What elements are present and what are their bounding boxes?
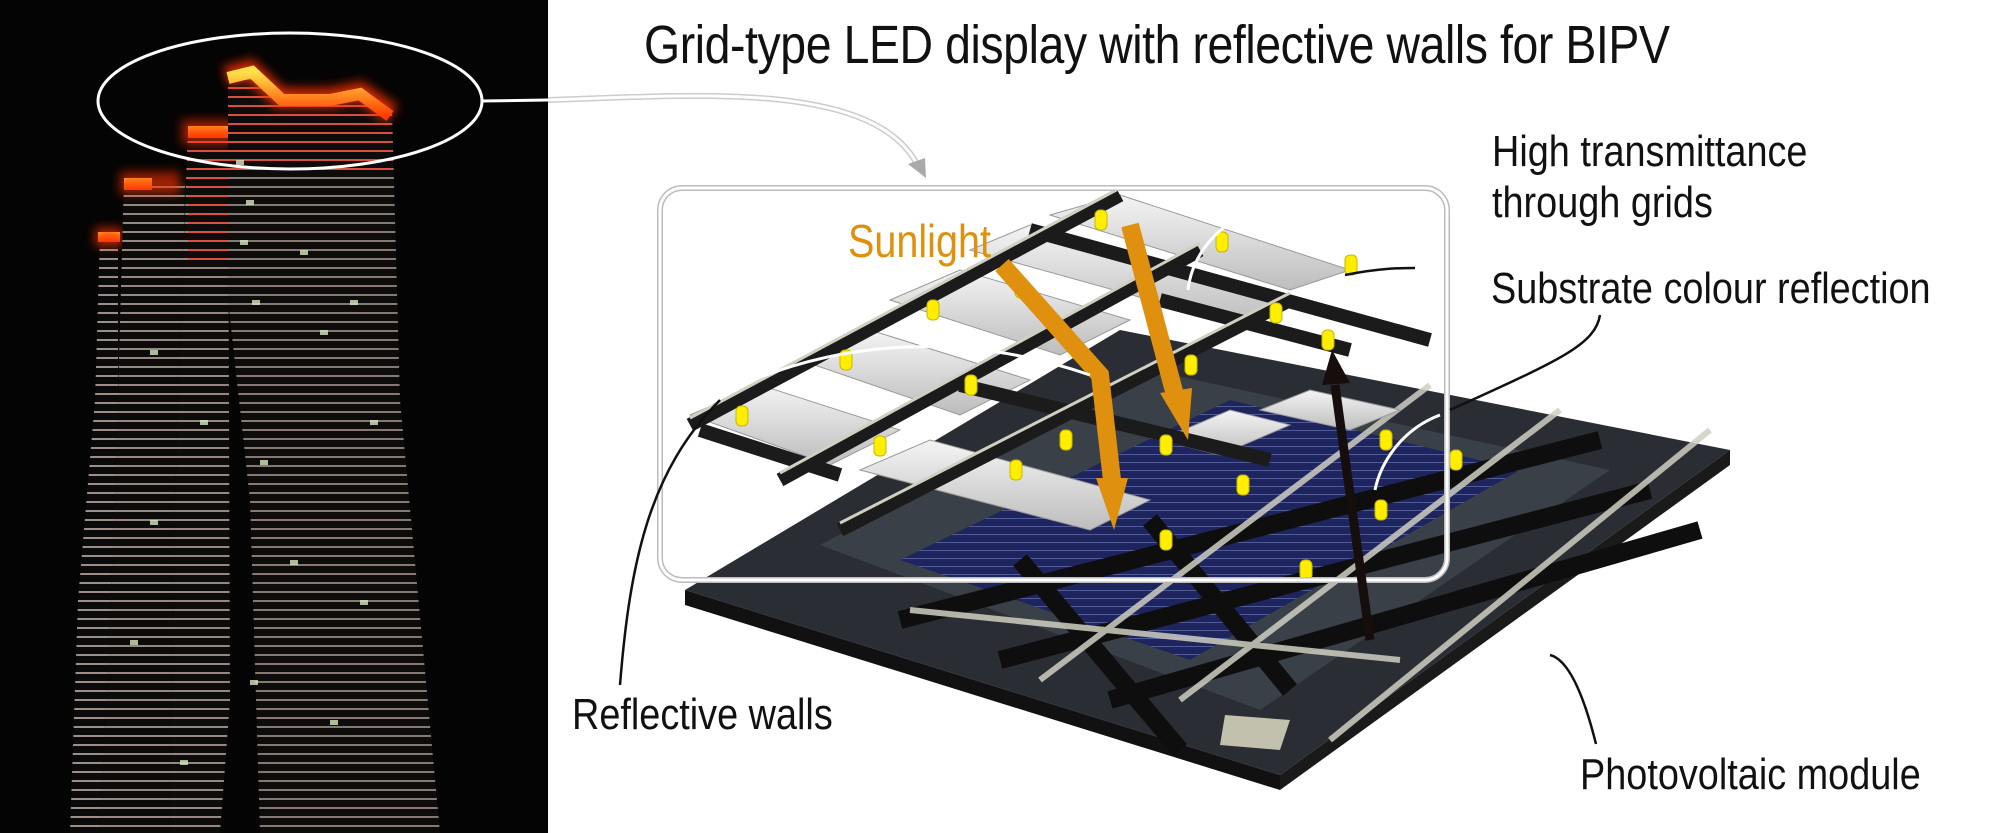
tower-far-left xyxy=(70,228,123,833)
label-high-transmittance-1: High transmittance xyxy=(1492,127,1808,176)
label-reflective-walls: Reflective walls xyxy=(572,690,833,739)
leader-pv-module xyxy=(1549,653,1598,745)
reflection-curve-arrow xyxy=(719,345,1091,397)
leader-reflective-walls xyxy=(618,399,721,686)
building-photo xyxy=(0,0,548,833)
callout-connector xyxy=(548,92,923,172)
transmittance-curve-arrow xyxy=(1186,193,1346,291)
lit-windows xyxy=(130,160,378,765)
led-display-diagram xyxy=(548,0,2000,833)
leader-substrate-reflection xyxy=(1449,314,1602,412)
sunlight-arrowhead-1 xyxy=(1096,478,1128,530)
label-photovoltaic-module: Photovoltaic module xyxy=(1580,750,1921,799)
leader-high-transmittance xyxy=(1344,266,1416,277)
callout-line xyxy=(481,98,548,103)
figure-title: Grid-type LED display with reflective wa… xyxy=(644,15,1670,75)
label-substrate-reflection: Substrate colour reflection xyxy=(1491,264,1931,313)
photovoltaic-module xyxy=(685,330,1730,790)
label-sunlight: Sunlight xyxy=(848,215,991,267)
diagram-art xyxy=(548,92,1730,790)
tower-main xyxy=(223,58,440,833)
sunlight-arrowhead-2 xyxy=(1160,388,1192,440)
label-high-transmittance-2: through grids xyxy=(1492,178,1713,227)
tower-left xyxy=(100,172,190,833)
reflection-arrow xyxy=(1330,384,1375,641)
sunlight-arrows xyxy=(995,222,1184,482)
grid-bars xyxy=(686,188,1432,537)
led-grid xyxy=(686,186,1463,581)
building-photo-art xyxy=(70,31,548,833)
tower-center xyxy=(170,120,234,833)
